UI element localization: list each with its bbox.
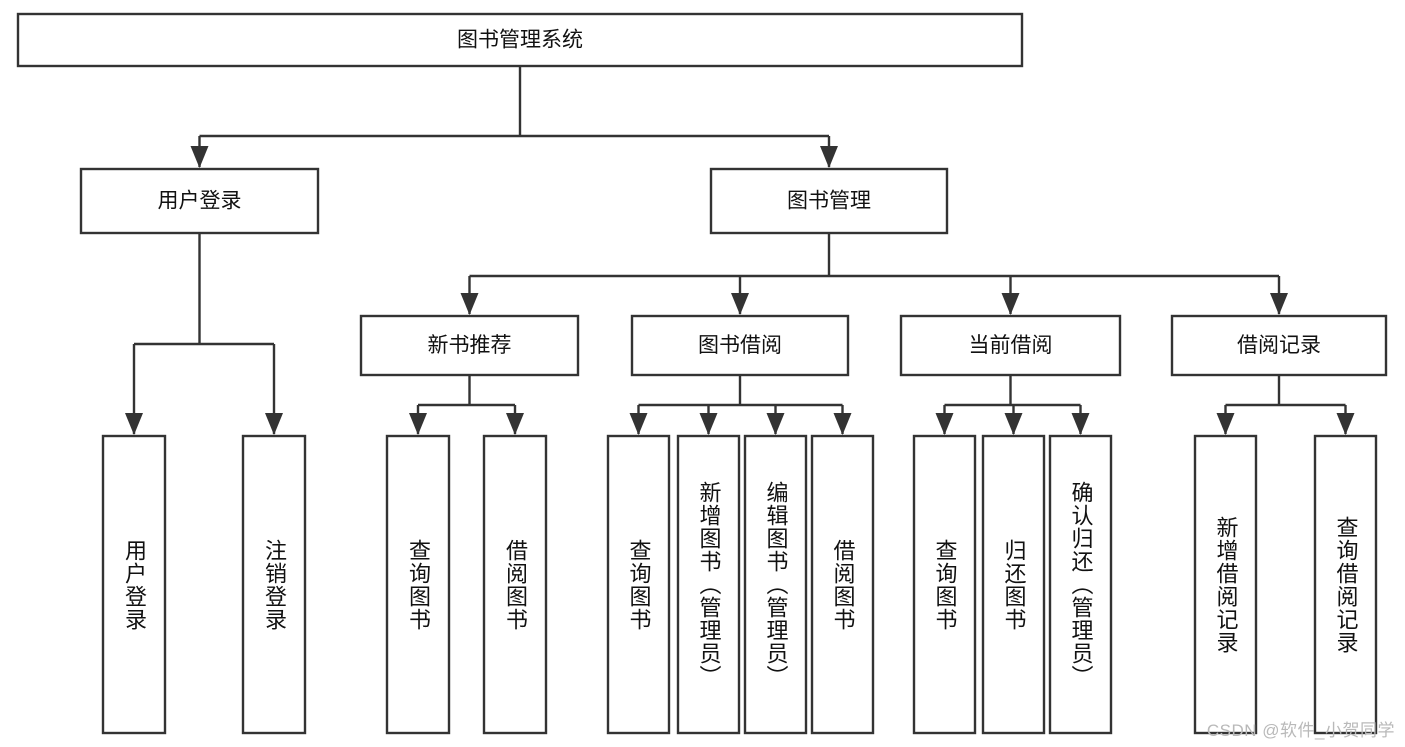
node-label-book-borrow: 图书借阅 bbox=[698, 334, 782, 357]
arrow-head-icon-leaf-confirm-return bbox=[1071, 413, 1090, 435]
connectors-layer bbox=[125, 66, 1355, 435]
node-label-leaf-edit-book: 编辑图书（管理员） bbox=[763, 481, 789, 688]
node-leaf-borrow-book-1[interactable]: 借阅图书 bbox=[482, 434, 548, 735]
arrow-head-icon-leaf-edit-book bbox=[766, 413, 785, 435]
node-box-leaf-add-book bbox=[676, 434, 741, 735]
node-box-new-book-recommend bbox=[359, 314, 580, 377]
node-leaf-add-book[interactable]: 新增图书（管理员） bbox=[676, 434, 741, 735]
node-label-wrap-leaf-confirm-return: 确认归还（管理员） bbox=[1068, 481, 1094, 688]
arrow-head-icon-leaf-query-record bbox=[1336, 413, 1355, 435]
arrow-head-icon-leaf-add-book bbox=[699, 413, 718, 435]
arrow-head-icon-leaf-borrow-book-2 bbox=[833, 413, 852, 435]
node-box-leaf-edit-book bbox=[743, 434, 808, 735]
node-leaf-query-book-2[interactable]: 查询图书 bbox=[606, 434, 671, 735]
node-label-wrap-leaf-borrow-book-2: 借阅图书 bbox=[830, 538, 856, 631]
node-label-leaf-query-book-3: 查询图书 bbox=[932, 538, 958, 631]
arrow-head-icon-borrow-record bbox=[1270, 293, 1288, 315]
arrow-head-icon-leaf-query-book-2 bbox=[629, 413, 648, 435]
node-box-root bbox=[16, 12, 1024, 68]
node-user-login[interactable]: 用户登录 bbox=[79, 167, 320, 235]
node-label-root: 图书管理系统 bbox=[457, 29, 583, 52]
node-book-borrow[interactable]: 图书借阅 bbox=[630, 314, 850, 377]
node-label-leaf-query-book-2: 查询图书 bbox=[626, 538, 652, 631]
node-label-wrap-leaf-user-login: 用户登录 bbox=[121, 538, 147, 631]
node-box-borrow-record bbox=[1170, 314, 1388, 377]
node-borrow-record[interactable]: 借阅记录 bbox=[1170, 314, 1388, 377]
node-label-leaf-add-book: 新增图书（管理员） bbox=[696, 481, 722, 688]
arrow-head-icon-leaf-user-logout bbox=[265, 413, 283, 435]
node-leaf-edit-book[interactable]: 编辑图书（管理员） bbox=[743, 434, 808, 735]
node-box-leaf-user-logout bbox=[241, 434, 307, 735]
node-leaf-user-logout[interactable]: 注销登录 bbox=[241, 434, 307, 735]
node-label-leaf-query-book-1: 查询图书 bbox=[405, 538, 431, 631]
node-leaf-user-login[interactable]: 用户登录 bbox=[101, 434, 167, 735]
node-leaf-query-book-3[interactable]: 查询图书 bbox=[912, 434, 977, 735]
node-leaf-query-book-1[interactable]: 查询图书 bbox=[385, 434, 451, 735]
node-box-leaf-query-book-3 bbox=[912, 434, 977, 735]
arrow-head-icon-new-book-recommend bbox=[460, 293, 479, 315]
node-leaf-confirm-return[interactable]: 确认归还（管理员） bbox=[1048, 434, 1113, 735]
node-label-wrap-leaf-user-logout: 注销登录 bbox=[261, 538, 287, 631]
node-label-leaf-borrow-book-2: 借阅图书 bbox=[830, 538, 856, 631]
node-label-wrap-leaf-add-record: 新增借阅记录 bbox=[1213, 515, 1239, 654]
node-box-leaf-confirm-return bbox=[1048, 434, 1113, 735]
node-label-wrap-leaf-query-book-1: 查询图书 bbox=[405, 538, 431, 631]
arrow-head-icon-leaf-add-record bbox=[1216, 413, 1235, 435]
arrow-head-icon-leaf-query-book-3 bbox=[935, 413, 954, 435]
node-label-leaf-borrow-book-1: 借阅图书 bbox=[502, 538, 528, 631]
node-label-leaf-user-logout: 注销登录 bbox=[261, 538, 287, 631]
node-current-borrow[interactable]: 当前借阅 bbox=[899, 314, 1122, 377]
node-box-leaf-user-login bbox=[101, 434, 167, 735]
node-leaf-add-record[interactable]: 新增借阅记录 bbox=[1193, 434, 1258, 735]
node-label-wrap-leaf-add-book: 新增图书（管理员） bbox=[696, 481, 722, 688]
arrow-head-icon-leaf-user-login bbox=[125, 413, 143, 435]
node-label-book-manage: 图书管理 bbox=[787, 190, 871, 213]
node-box-leaf-query-record bbox=[1313, 434, 1378, 735]
arrow-head-icon-leaf-borrow-book-1 bbox=[506, 413, 524, 435]
node-label-leaf-return-book: 归还图书 bbox=[1001, 538, 1027, 631]
node-box-leaf-borrow-book-1 bbox=[482, 434, 548, 735]
node-box-leaf-borrow-book-2 bbox=[810, 434, 875, 735]
node-book-manage[interactable]: 图书管理 bbox=[709, 167, 949, 235]
node-leaf-borrow-book-2[interactable]: 借阅图书 bbox=[810, 434, 875, 735]
arrow-head-icon-leaf-query-book-1 bbox=[409, 413, 427, 435]
node-label-leaf-user-login: 用户登录 bbox=[121, 538, 147, 631]
node-label-user-login: 用户登录 bbox=[158, 190, 242, 213]
node-box-book-borrow bbox=[630, 314, 850, 377]
node-leaf-return-book[interactable]: 归还图书 bbox=[981, 434, 1046, 735]
node-new-book-recommend[interactable]: 新书推荐 bbox=[359, 314, 580, 377]
node-label-wrap-leaf-query-book-3: 查询图书 bbox=[932, 538, 958, 631]
arrow-head-icon-user-login bbox=[190, 146, 209, 168]
node-box-leaf-query-book-2 bbox=[606, 434, 671, 735]
node-label-leaf-add-record: 新增借阅记录 bbox=[1213, 515, 1239, 654]
node-root[interactable]: 图书管理系统 bbox=[16, 12, 1024, 68]
node-label-leaf-query-record: 查询借阅记录 bbox=[1333, 515, 1359, 654]
node-label-wrap-leaf-edit-book: 编辑图书（管理员） bbox=[763, 481, 789, 688]
node-box-current-borrow bbox=[899, 314, 1122, 377]
node-box-leaf-return-book bbox=[981, 434, 1046, 735]
arrow-head-icon-leaf-return-book bbox=[1004, 413, 1023, 435]
arrow-head-icon-current-borrow bbox=[1001, 293, 1020, 315]
node-label-wrap-leaf-query-book-2: 查询图书 bbox=[626, 538, 652, 631]
node-label-wrap-leaf-borrow-book-1: 借阅图书 bbox=[502, 538, 528, 631]
node-label-leaf-confirm-return: 确认归还（管理员） bbox=[1068, 481, 1094, 688]
node-label-wrap-leaf-query-record: 查询借阅记录 bbox=[1333, 515, 1359, 654]
node-label-wrap-leaf-return-book: 归还图书 bbox=[1001, 538, 1027, 631]
arrow-head-icon-book-manage bbox=[820, 146, 838, 168]
boxes-layer: 图书管理系统用户登录图书管理新书推荐图书借阅当前借阅借阅记录用户登录注销登录查询… bbox=[16, 12, 1388, 735]
node-box-leaf-query-book-1 bbox=[385, 434, 451, 735]
node-leaf-query-record[interactable]: 查询借阅记录 bbox=[1313, 434, 1378, 735]
node-box-book-manage bbox=[709, 167, 949, 235]
node-box-user-login bbox=[79, 167, 320, 235]
node-box-leaf-add-record bbox=[1193, 434, 1258, 735]
arrow-head-icon-book-borrow bbox=[731, 293, 749, 315]
node-label-new-book-recommend: 新书推荐 bbox=[428, 334, 512, 357]
node-label-borrow-record: 借阅记录 bbox=[1237, 334, 1321, 357]
node-label-current-borrow: 当前借阅 bbox=[969, 334, 1053, 357]
